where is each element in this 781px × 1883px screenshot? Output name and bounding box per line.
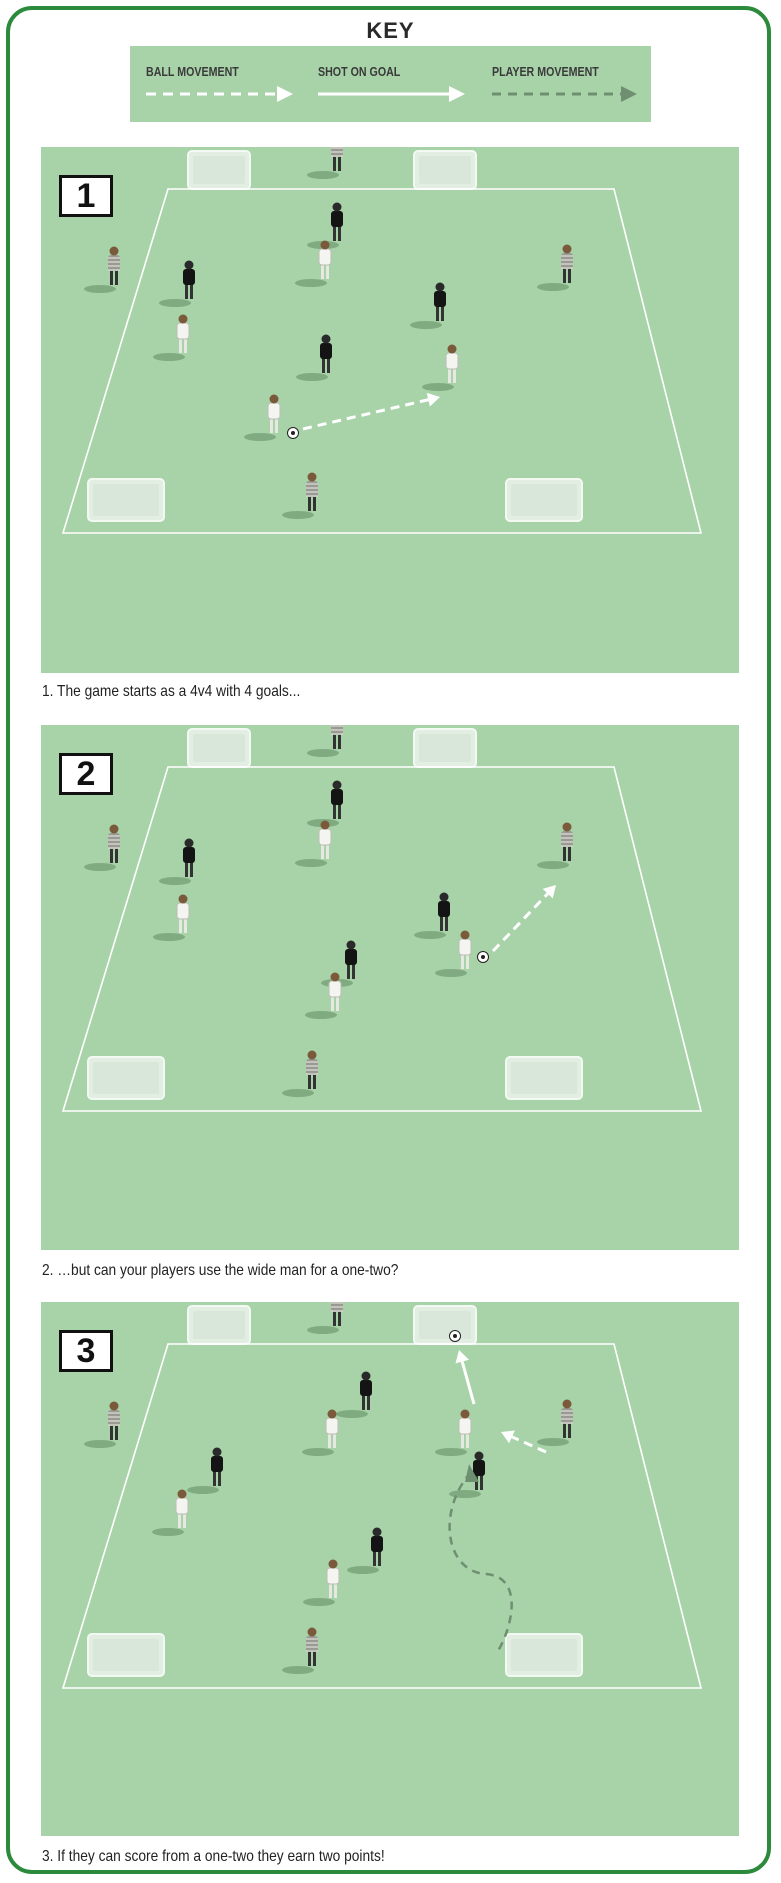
player-white-2 — [152, 1490, 188, 1537]
wide-player-top — [307, 725, 343, 757]
goal-bottom-right — [506, 1634, 582, 1676]
goal-bottom-right — [506, 479, 582, 521]
player-black-2 — [187, 1448, 223, 1495]
shot-on-goal-arrow — [318, 86, 465, 102]
panel-number-3: 3 — [59, 1330, 113, 1372]
player-white-1 — [302, 1410, 338, 1457]
key-title: KEY — [0, 18, 781, 44]
wide-player-left — [84, 247, 120, 294]
key-legend: BALL MOVEMENT SHOT ON GOAL PLAYER MOVEME… — [130, 46, 651, 122]
player-black-3 — [414, 893, 450, 940]
pitch-diagram-2 — [41, 725, 739, 1250]
goal-top-left — [188, 729, 250, 767]
wide-player-bottom — [282, 473, 318, 520]
goal-bottom-left — [88, 1057, 164, 1099]
ball-icon — [478, 952, 489, 963]
player-white-2 — [153, 895, 189, 942]
pitch-diagram-1 — [41, 147, 739, 673]
player-white-4 — [305, 973, 341, 1020]
goal-bottom-left — [88, 1634, 164, 1676]
player-black-1 — [336, 1372, 372, 1419]
panel-caption-2: 2. …but can your players use the wide ma… — [42, 1262, 398, 1280]
wide-player-left — [84, 825, 120, 872]
player-white-4 — [244, 395, 280, 442]
key-label-ball-movement: BALL MOVEMENT — [146, 64, 239, 79]
goal-top-left — [188, 1306, 250, 1344]
player-black-4 — [321, 941, 357, 988]
goal-bottom-left — [88, 479, 164, 521]
panel-number-2: 2 — [59, 753, 113, 795]
player-black-3 — [410, 283, 446, 330]
ball-icon — [288, 428, 299, 439]
goal-bottom-right — [506, 1057, 582, 1099]
player-black-2 — [159, 839, 195, 886]
player-movement-path — [450, 1472, 512, 1654]
shot-on-goal-arrow-3 — [455, 1350, 474, 1404]
player-black-4 — [296, 335, 332, 382]
player-black-4 — [347, 1528, 383, 1575]
goal-top-right — [414, 729, 476, 767]
player-movement-arrow — [492, 86, 637, 102]
panel-caption-1: 1. The game starts as a 4v4 with 4 goals… — [42, 683, 300, 701]
wide-player-right — [537, 823, 573, 870]
wide-player-bottom — [282, 1628, 318, 1675]
wide-player-top — [307, 147, 343, 179]
player-black-1 — [307, 781, 343, 828]
player-white-3 — [435, 1410, 471, 1457]
player-white-4 — [303, 1560, 339, 1607]
player-black-2 — [159, 261, 195, 308]
player-white-1 — [295, 821, 331, 868]
wide-player-top — [307, 1302, 343, 1334]
wide-player-right — [537, 245, 573, 292]
ball-movement-arrow-1 — [303, 393, 440, 429]
panel-caption-3: 3. If they can score from a one-two they… — [42, 1848, 385, 1866]
player-white-2 — [153, 315, 189, 362]
wide-player-left — [84, 1402, 120, 1449]
key-label-player-movement: PLAYER MOVEMENT — [492, 64, 599, 79]
player-white-3 — [422, 345, 458, 392]
ball-icon — [450, 1331, 461, 1342]
pitch-diagram-3 — [41, 1302, 739, 1836]
key-label-shot-on-goal: SHOT ON GOAL — [318, 64, 400, 79]
goal-top-right — [414, 1306, 476, 1344]
diagram-panel-1: 1 — [41, 147, 739, 673]
wide-player-bottom — [282, 1051, 318, 1098]
diagram-panel-2: 2 — [41, 725, 739, 1250]
goal-top-left — [188, 151, 250, 189]
goal-top-right — [414, 151, 476, 189]
wide-player-right — [537, 1400, 573, 1447]
key-arrows — [130, 46, 651, 122]
diagram-panel-3: 3 — [41, 1302, 739, 1836]
ball-movement-arrow — [146, 86, 293, 102]
ball-movement-arrow-2 — [493, 885, 556, 951]
panel-number-1: 1 — [59, 175, 113, 217]
